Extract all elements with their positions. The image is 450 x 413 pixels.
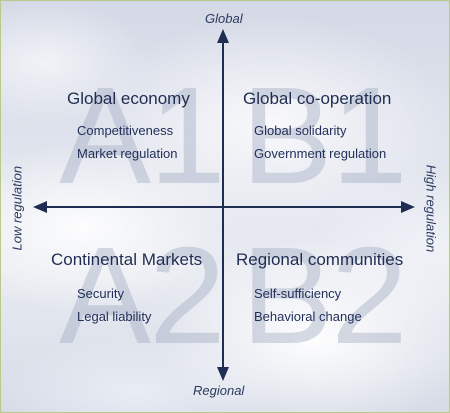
quadrant-item-government-regulation: Government regulation [254,146,387,161]
axis-label-top: Global [205,11,243,26]
quadrant-title-global-economy: Global economy [67,89,190,108]
axis-label-right: High regulation [423,164,439,253]
axis-label-bottom: Regional [193,383,245,398]
quadrant-item-behavioral-change: Behavioral change [254,309,362,324]
quadrant-code-a1: A1 [59,59,226,213]
quadrant-item-competitiveness: Competitiveness [77,123,174,138]
quadrant-code-a2: A2 [59,219,226,373]
quadrant-item-security: Security [77,286,124,301]
arrow-down [217,367,229,381]
quadrant-title-global-cooperation: Global co-operation [243,89,392,108]
arrow-up [217,29,229,43]
quadrant-code-b2: B2 [241,219,408,373]
quadrant-item-legal-liability: Legal liability [77,309,152,324]
quadrant-item-global-solidarity: Global solidarity [254,123,347,138]
axis-label-left: Low regulation [9,165,25,251]
quadrant-title-continental-markets: Continental Markets [51,250,203,269]
quadrant-item-self-sufficiency: Self-sufficiency [254,286,342,301]
arrow-left [33,201,47,213]
quadrant-title-regional-communities: Regional communities [236,250,404,269]
quadrant-code-b1: B1 [241,59,408,213]
arrow-right [401,201,415,213]
quadrant-item-market-regulation: Market regulation [77,146,178,161]
